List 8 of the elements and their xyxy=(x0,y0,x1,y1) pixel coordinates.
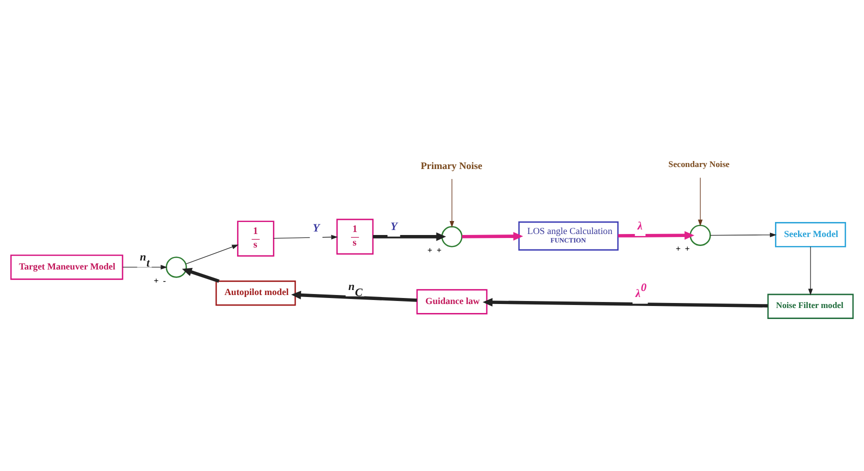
edge-label: λ xyxy=(638,220,643,232)
node-label: + + xyxy=(427,244,442,254)
node-text: Secondary Noise xyxy=(668,158,730,169)
node-label: + - xyxy=(154,274,166,285)
edge-label: Y xyxy=(390,220,398,233)
edge-label: Y xyxy=(312,222,320,234)
node-text: Primary Noise xyxy=(420,160,482,172)
node-label: + + xyxy=(676,243,690,254)
